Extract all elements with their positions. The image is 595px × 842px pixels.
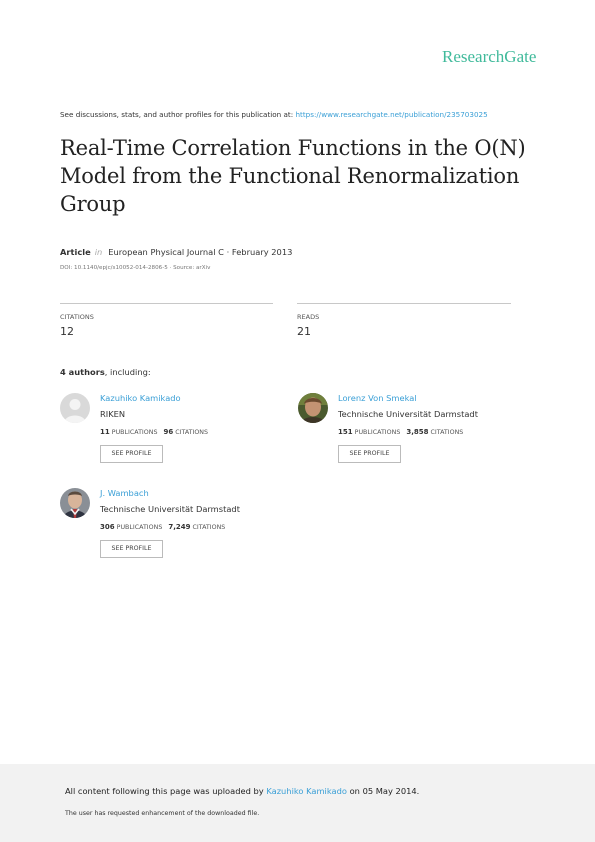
authors-suffix: , including:	[104, 367, 151, 377]
authors-count: 4 authors	[60, 367, 105, 377]
discussion-text: See discussions, stats, and author profi…	[60, 110, 294, 119]
divider	[60, 303, 273, 304]
citation-count: 7,249	[168, 523, 191, 531]
enhancement-note: The user has requested enhancement of th…	[65, 810, 260, 817]
author-stats: 11 PUBLICATIONS 96 CITATIONS	[100, 428, 208, 436]
avatar-placeholder-icon[interactable]	[60, 393, 90, 423]
divider	[297, 303, 511, 304]
citations-label: CITATIONS	[430, 429, 464, 436]
author-photo[interactable]	[298, 393, 328, 423]
footer: All content following this page was uplo…	[0, 764, 595, 842]
author-institution: RIKEN	[100, 409, 126, 419]
publication-title: Real-Time Correlation Functions in the O…	[60, 136, 526, 216]
citations-label: CITATIONS	[175, 429, 209, 436]
discussion-notice: See discussions, stats, and author profi…	[60, 110, 488, 119]
doi-line: DOI: 10.1140/epjc/s10052-014-2806-5 · So…	[60, 265, 211, 271]
author-card: J. Wambach Technische Universität Darmst…	[60, 488, 270, 563]
publications-label: PUBLICATIONS	[116, 524, 163, 531]
citations-label: CITATIONS	[60, 313, 94, 321]
reads-count: 21	[297, 325, 311, 338]
author-stats: 306 PUBLICATIONS 7,249 CITATIONS	[100, 523, 225, 531]
publications-label: PUBLICATIONS	[354, 429, 401, 436]
publications-label: PUBLICATIONS	[111, 429, 158, 436]
upload-suffix: on 05 May 2014.	[349, 786, 420, 796]
author-name[interactable]: Kazuhiko Kamikado	[100, 393, 181, 403]
in-label: in	[94, 247, 103, 257]
see-profile-button[interactable]: SEE PROFILE	[100, 445, 163, 463]
publication-link[interactable]: https://www.researchgate.net/publication…	[295, 110, 488, 119]
citations-label: CITATIONS	[192, 524, 226, 531]
citations-count: 12	[60, 325, 74, 338]
article-type: Article	[60, 247, 91, 257]
reads-label: READS	[297, 313, 320, 321]
journal-info: European Physical Journal C · February 2…	[108, 247, 293, 257]
author-institution: Technische Universität Darmstadt	[100, 504, 240, 514]
researchgate-logo[interactable]: ResearchGate	[442, 47, 537, 66]
publication-count: 306	[100, 523, 115, 531]
uploader-link[interactable]: Kazuhiko Kamikado	[266, 786, 347, 796]
author-name[interactable]: Lorenz Von Smekal	[338, 393, 417, 403]
see-profile-button[interactable]: SEE PROFILE	[100, 540, 163, 558]
publication-count: 11	[100, 428, 110, 436]
author-card: Kazuhiko Kamikado RIKEN 11 PUBLICATIONS 9…	[60, 393, 260, 468]
publication-count: 151	[338, 428, 353, 436]
upload-prefix: All content following this page was uplo…	[65, 786, 264, 796]
author-card: Lorenz Von Smekal Technische Universität…	[298, 393, 508, 468]
author-name[interactable]: J. Wambach	[100, 488, 149, 498]
author-institution: Technische Universität Darmstadt	[338, 409, 478, 419]
upload-notice: All content following this page was uplo…	[65, 786, 419, 796]
authors-heading: 4 authors, including:	[60, 367, 151, 377]
author-stats: 151 PUBLICATIONS 3,858 CITATIONS	[338, 428, 463, 436]
citation-count: 3,858	[406, 428, 429, 436]
see-profile-button[interactable]: SEE PROFILE	[338, 445, 401, 463]
author-photo[interactable]	[60, 488, 90, 518]
citation-count: 96	[163, 428, 174, 436]
